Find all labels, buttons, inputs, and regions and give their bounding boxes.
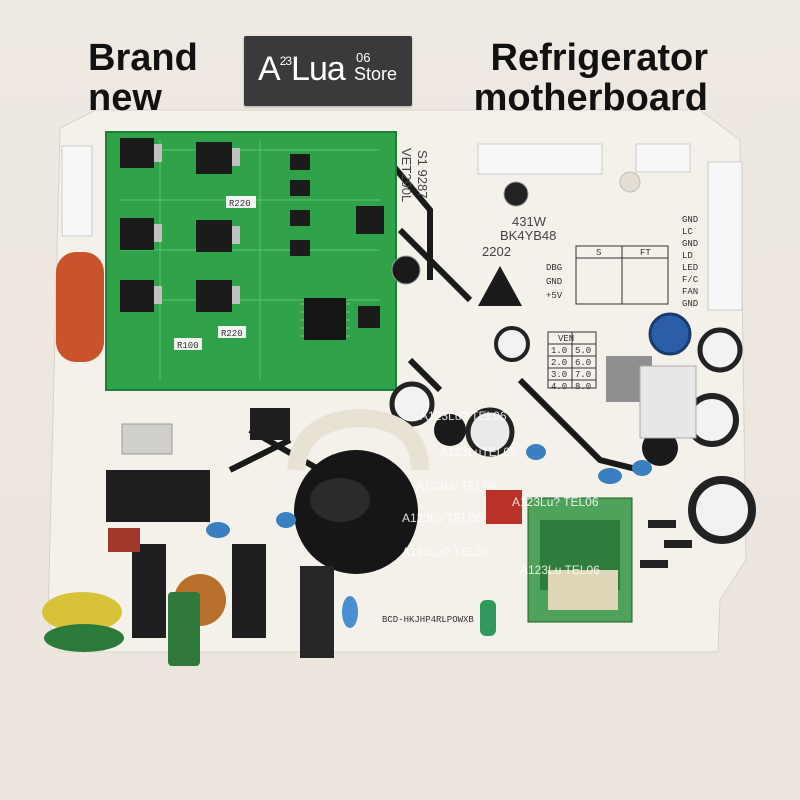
daughter-board [105, 131, 397, 391]
svg-text:A123Lu? TEL06: A123Lu? TEL06 [512, 495, 599, 509]
red-capacitor [486, 490, 522, 524]
svg-text:3.0: 3.0 [551, 370, 567, 380]
heatsink [639, 365, 697, 439]
svg-text:LED: LED [682, 263, 698, 273]
svg-text:A123Lu? TEL06: A123Lu? TEL06 [420, 409, 507, 423]
svg-text:GND: GND [682, 299, 698, 309]
top-connector [477, 143, 603, 175]
svg-text:A123Lu? TEL06: A123Lu? TEL06 [402, 545, 489, 559]
svg-text:1.0: 1.0 [551, 346, 567, 356]
ven-table [547, 331, 597, 389]
svg-text:GND: GND [546, 277, 562, 287]
svg-text:FT: FT [640, 248, 651, 258]
svg-text:A123Lu TEL06: A123Lu TEL06 [520, 563, 600, 577]
svg-text:7.0: 7.0 [575, 370, 591, 380]
choke-left [132, 544, 166, 638]
part-number: 431W [512, 214, 547, 229]
svg-text:LD: LD [682, 251, 693, 261]
board-code-2: S1 9287 [415, 150, 430, 198]
svg-text:8.0: 8.0 [575, 382, 591, 392]
esd-symbol [478, 266, 522, 306]
svg-text:LC: LC [682, 227, 693, 237]
capacitor-block [121, 423, 173, 455]
mounting-hole [619, 171, 641, 193]
svg-text:S: S [596, 248, 601, 258]
electrolytic-capacitors [389, 181, 756, 544]
diodes [640, 520, 692, 568]
power-transistor [300, 566, 334, 658]
svg-text:F/C: F/C [682, 275, 699, 285]
svg-text:A123LuTEL06: A123LuTEL06 [440, 445, 517, 459]
mcu-chip [304, 298, 346, 340]
headline-product-type: Refrigerator motherboard [473, 37, 708, 119]
mosfets [120, 138, 384, 328]
watermarks: A123Lu? TEL06 A123LuTEL06 A123Lu TEL06 A… [402, 409, 600, 577]
small-relay [250, 408, 290, 440]
jumper-table [575, 245, 669, 305]
resistor-label-r220: R220 [229, 199, 251, 209]
right-connector [707, 161, 743, 311]
varistor [42, 592, 122, 632]
svg-text:A123Lu TEL06: A123Lu TEL06 [402, 511, 482, 525]
mcu-pins [300, 303, 350, 337]
mosfet-tabs [154, 144, 240, 304]
relay [106, 470, 210, 522]
left-connector [61, 145, 93, 237]
ven-rows: 1.0 5.0 2.0 6.0 3.0 7.0 4.0 8.0 [551, 346, 591, 392]
svg-text:4.0: 4.0 [551, 382, 567, 392]
svg-text:5.0: 5.0 [575, 346, 591, 356]
small-connector [635, 143, 691, 173]
resistor-label-r220b: R220 [221, 329, 243, 339]
svg-text:6.0: 6.0 [575, 358, 591, 368]
svg-text:DBG: DBG [546, 263, 562, 273]
svg-text:FAN: FAN [682, 287, 698, 297]
coil-ring [287, 408, 429, 472]
headline-brand-new: Brand new [88, 37, 198, 119]
small-electrolytic [480, 600, 496, 636]
svg-text:A123Lu TEL06: A123Lu TEL06 [416, 479, 496, 493]
svg-text:GND: GND [682, 239, 698, 249]
board-code: VET290L [399, 148, 414, 202]
svg-text:GND: GND [682, 215, 698, 225]
model-number: BK4YB48 [500, 228, 556, 243]
choke-right [232, 544, 266, 638]
red-capacitor-2 [108, 528, 140, 552]
svg-text:+5V: +5V [546, 291, 563, 301]
resistor-label-r100: R100 [177, 341, 199, 351]
film-capacitor [56, 252, 104, 362]
logo-mark: A23Lua [258, 50, 346, 88]
ceramic-capacitors [206, 444, 652, 628]
svg-text:2.0: 2.0 [551, 358, 567, 368]
svg-text:VEN: VEN [558, 334, 574, 344]
green-capacitor [168, 592, 200, 666]
year-code: 2202 [482, 244, 511, 259]
bottom-board-code: BCD-HKJHP4RLPOWXB [382, 615, 474, 625]
right-connector-labels: GND LC GND LD LED F/C FAN GND [682, 215, 699, 309]
store-logo: A23Lua 06 Store [244, 36, 412, 106]
